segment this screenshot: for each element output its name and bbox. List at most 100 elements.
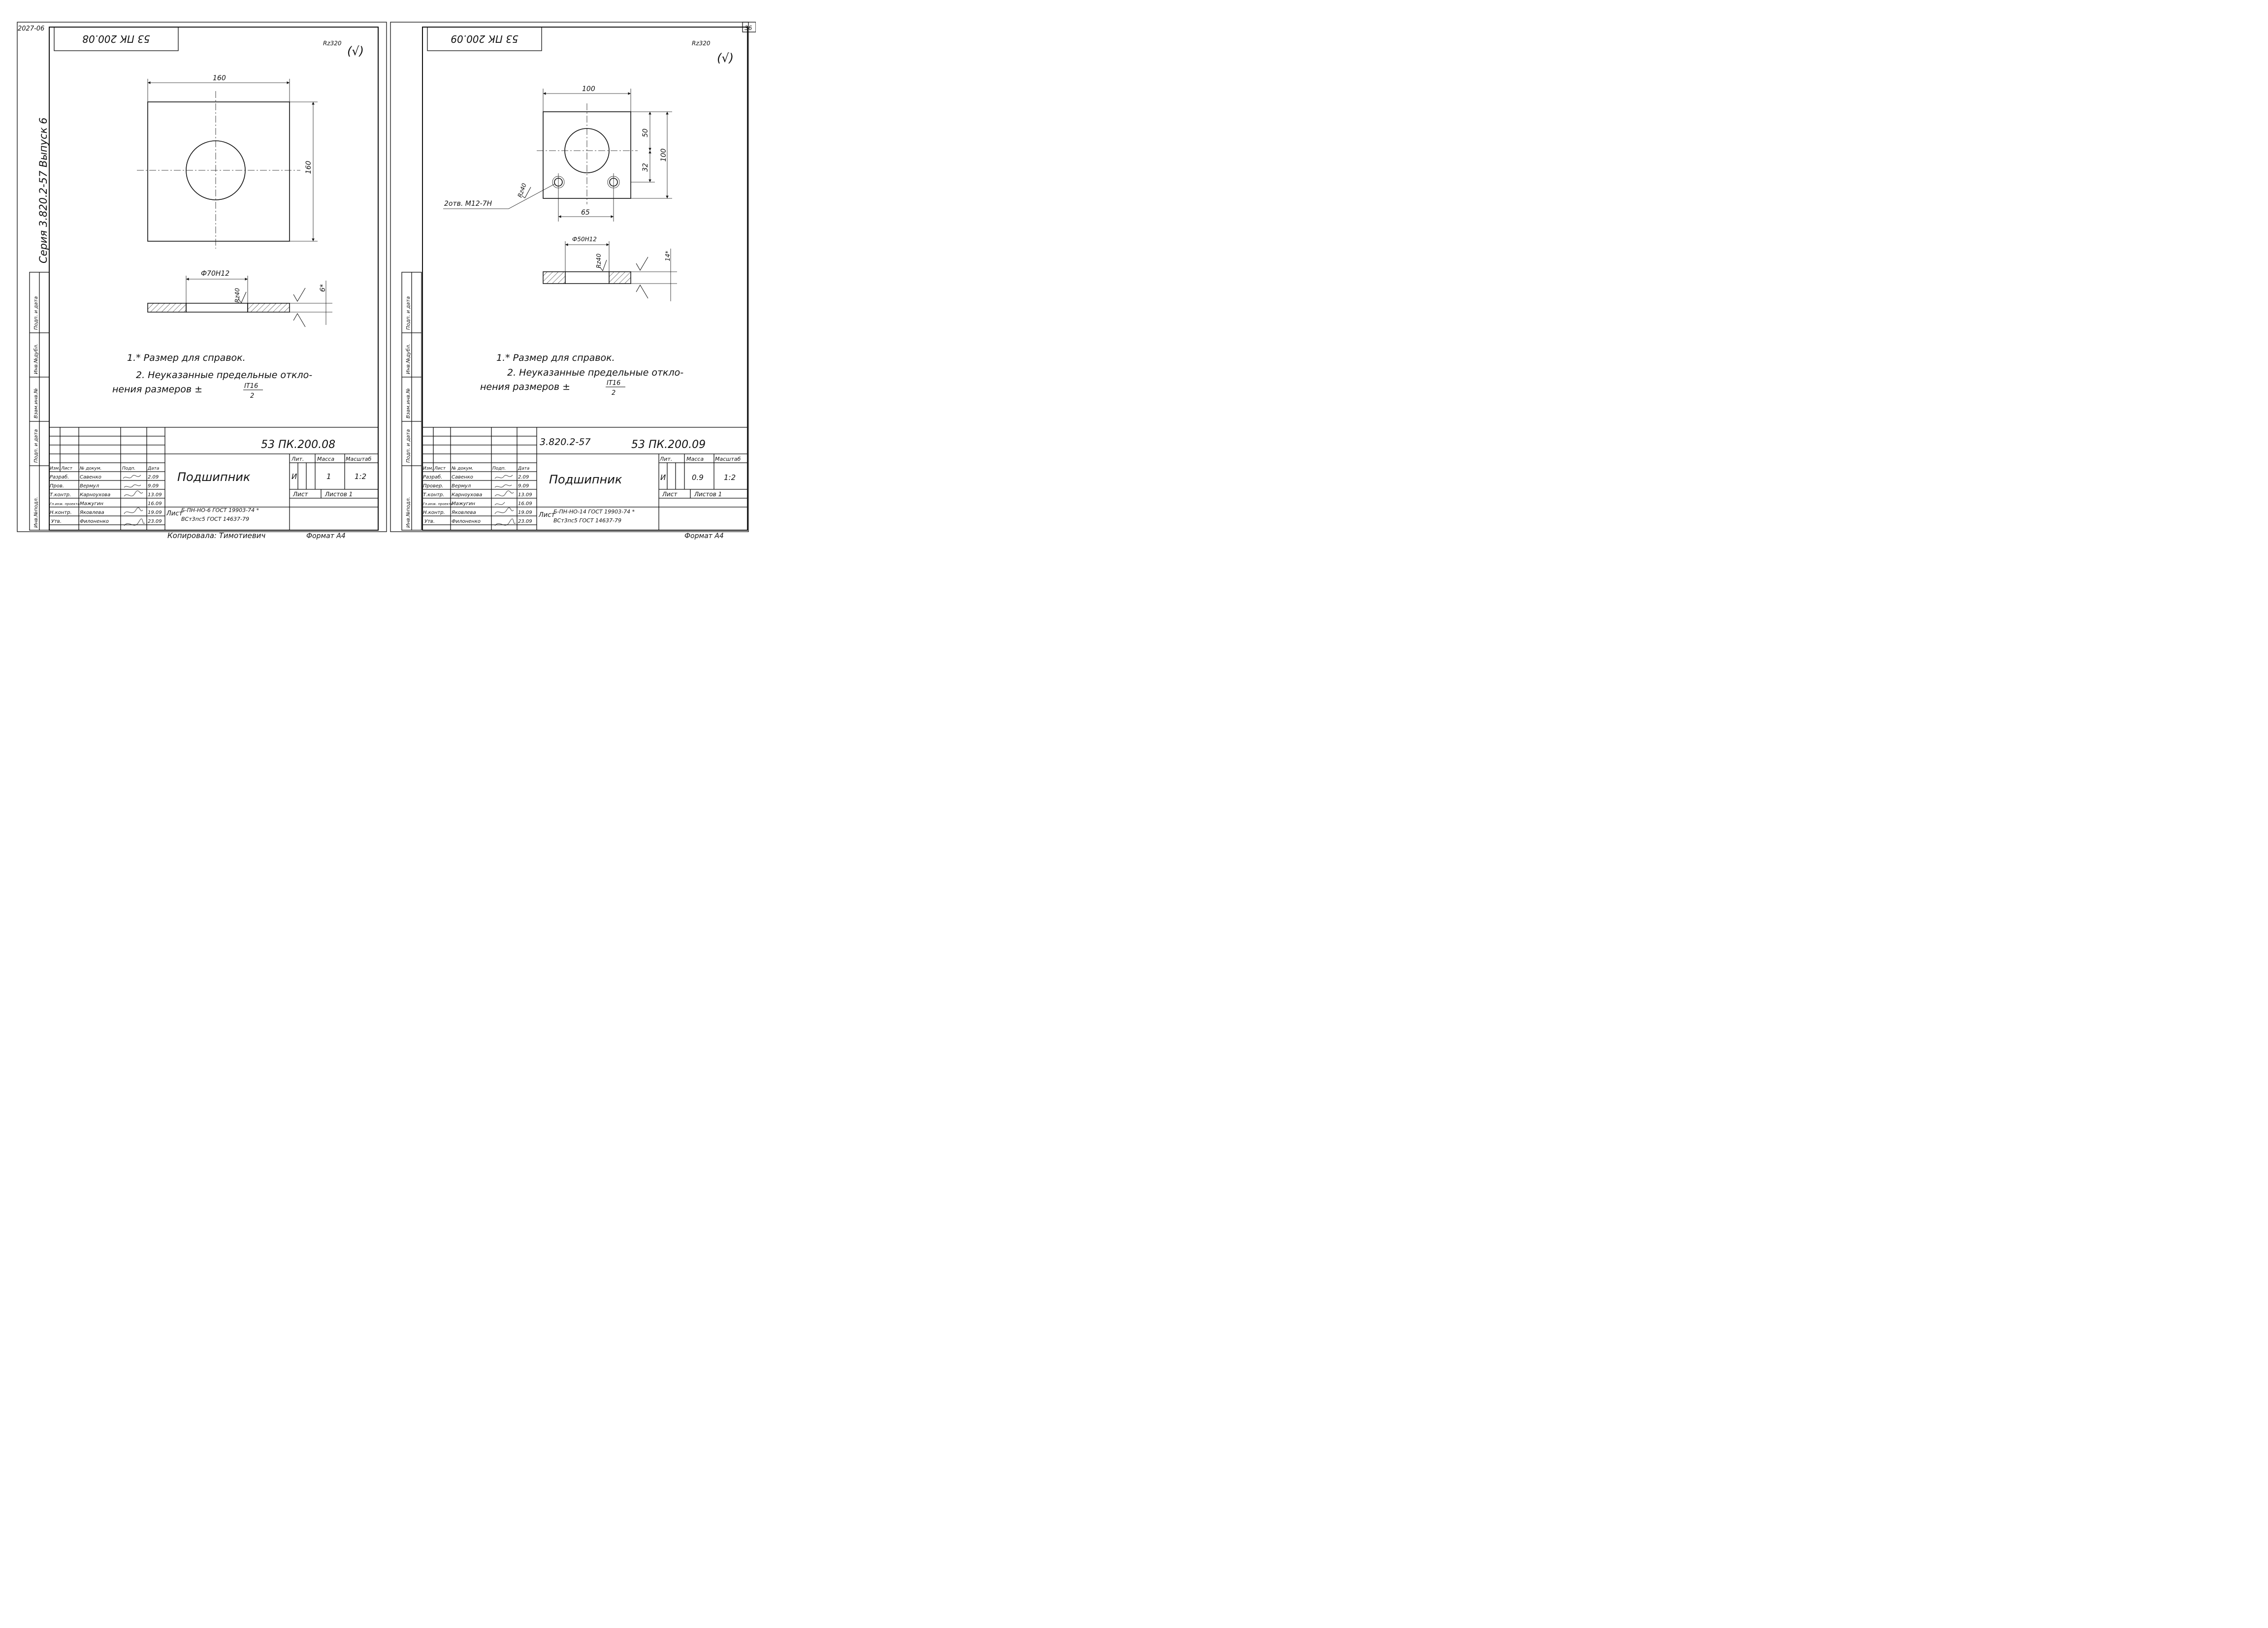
right-holes-label: 2отв. М12-7Н <box>444 200 492 208</box>
stamp-inv-podl-left: Инв.№подл. <box>33 497 39 528</box>
right-row-name: Вермул <box>452 483 471 489</box>
left-col-list: Лист <box>61 466 73 471</box>
right-series-code: 3.820.2-57 <box>540 437 591 447</box>
right-material-2: ВСт3пс5 ГОСТ 14637-79 <box>553 517 621 524</box>
left-row-name: Филоненко <box>80 519 109 524</box>
left-note-2-line1: 2. Неуказанные предельные откло- <box>136 370 312 381</box>
left-row-date: 9.09 <box>148 483 159 489</box>
right-top-code: 53 ПК 200.09 <box>451 33 518 45</box>
right-scale-header: Масштаб <box>715 456 741 462</box>
right-mass-header: Масса <box>686 456 704 462</box>
right-dim-32: 32 <box>642 163 649 172</box>
copied-by: Копировала: Тимотиевич <box>167 531 265 540</box>
signatures <box>123 475 516 526</box>
left-format: Формат А4 <box>306 532 346 540</box>
left-row-role: Т.контр. <box>50 492 71 498</box>
left-height-dim: 160 <box>305 161 313 174</box>
right-thickness-dim: 14* <box>664 251 671 261</box>
stamp-podp-data-right: Подп. и дата <box>406 429 411 463</box>
left-sheets-label: Листов 1 <box>324 491 353 498</box>
right-rz-local: Rz40 <box>595 254 602 268</box>
left-row-name: Савенко <box>80 475 101 480</box>
left-col-docnum: № докум. <box>79 466 101 471</box>
right-row-name: Яковлева <box>451 510 476 515</box>
right-sheets-label: Листов 1 <box>694 491 722 498</box>
stamp-inv-dubl-left: Инв.№дубл. <box>33 344 39 374</box>
left-row-name: Яковлева <box>79 510 104 515</box>
left-scale-value: 1:2 <box>355 472 366 481</box>
stamp-podp-data-left: Подп. и дата <box>33 429 39 463</box>
left-tolerance-den: 2 <box>250 392 254 400</box>
right-row-date: 19.09 <box>518 510 532 515</box>
right-note-1: 1.* Размер для справок. <box>496 352 615 363</box>
left-material-1: Б-ПН-НО-6 ГОСТ 19903-74 * <box>181 507 259 513</box>
right-row-role: Разраб. <box>423 474 442 480</box>
stamp-inv-dubl-right: Инв.№дубл. <box>405 344 411 374</box>
right-row-role: Н.контр. <box>423 510 445 515</box>
margin-number: 2027-06 <box>18 25 44 32</box>
left-rz-local: Rz40 <box>234 288 241 303</box>
left-roughness-paren: (√) <box>347 44 364 58</box>
right-sheet-label: Лист <box>662 491 678 498</box>
left-doc-code: 53 ПК.200.08 <box>261 439 335 451</box>
right-tolerance-den: 2 <box>612 389 616 397</box>
left-tolerance-num: IT16 <box>244 383 258 390</box>
right-tolerance-num: IT16 <box>607 380 620 387</box>
left-row-name: Карноухова <box>80 492 110 498</box>
left-top-code: 53 ПК 200.08 <box>82 33 150 45</box>
left-row-date: 13.09 <box>148 492 162 498</box>
left-note-1: 1.* Размер для справок. <box>127 352 246 363</box>
right-plan-view <box>443 89 672 222</box>
right-dim-65: 65 <box>581 209 590 217</box>
left-material-prefix: Лист <box>166 510 183 517</box>
right-width-dim: 100 <box>582 85 595 93</box>
left-row-role: Утв. <box>51 519 62 524</box>
right-row-name: Карноухова <box>452 492 482 498</box>
right-note-2-line2: нения размеров ± <box>480 382 570 392</box>
left-bore-dim: Ф70Н12 <box>201 270 229 278</box>
right-row-date: 2.09 <box>518 475 529 480</box>
left-note-2-line2: нения размеров ± <box>112 384 202 395</box>
left-section-view <box>147 276 332 327</box>
stamp-vzam-right: Взам.инв.№ <box>406 388 411 418</box>
right-lit-header: Лит. <box>659 456 672 462</box>
left-width-dim: 160 <box>213 74 226 82</box>
left-mass-value: 1 <box>326 472 331 481</box>
left-row-role: Разраб. <box>50 474 69 480</box>
right-height-dim: 100 <box>660 149 668 162</box>
right-bore-dim: Ф50Н12 <box>572 236 597 243</box>
page-number: 36 <box>745 25 752 32</box>
stamp-podp-data2-right: Подп. и дата <box>406 296 411 330</box>
right-roughness-rz: Rz320 <box>692 40 711 47</box>
left-sheet-label: Лист <box>292 491 308 498</box>
left-roughness-rz: Rz320 <box>323 40 342 47</box>
left-row-role: Н.контр. <box>50 510 72 515</box>
right-col-list: Лист <box>434 466 446 471</box>
right-doc-code: 53 ПК.200.09 <box>631 439 706 451</box>
stamp-vzam-left: Взам.инв.№ <box>33 388 39 418</box>
right-note-2-line1: 2. Неуказанные предельные откло- <box>507 367 683 378</box>
right-row-date: 13.09 <box>518 492 532 498</box>
stamp-inv-podl-right: Инв.№подл. <box>406 497 411 528</box>
left-row-date: 19.09 <box>148 510 162 515</box>
right-row-role: Т.контр. <box>423 492 444 498</box>
right-format: Формат А4 <box>684 532 724 540</box>
right-part-name: Подшипник <box>549 473 622 486</box>
left-col-podp: Подп. <box>122 466 135 471</box>
right-roughness-paren: (√) <box>717 51 734 65</box>
left-part-name: Подшипник <box>177 470 251 484</box>
left-lit-header: Лит. <box>291 456 304 462</box>
right-material-1: Б-ПН-НО-14 ГОСТ 19903-74 * <box>553 509 635 515</box>
right-row-name: Савенко <box>452 475 473 480</box>
left-row-date: 16.09 <box>148 501 162 507</box>
right-row-name: Филоненко <box>452 519 481 524</box>
right-scale-value: 1:2 <box>724 473 736 482</box>
left-row-role: Пров. <box>50 483 64 489</box>
right-dim-50: 50 <box>642 128 649 137</box>
left-scale-header: Масштаб <box>346 456 371 462</box>
stamp-podp-data2-left: Подп. и дата <box>33 296 39 330</box>
right-row-name: Мажугин <box>452 501 475 507</box>
series-label: Серия 3.820.2-57 Выпуск 6 <box>37 118 49 263</box>
right-col-data: Дата <box>518 466 529 471</box>
drawing-canvas: 2027-06 36 Серия 3.820.2-57 Выпуск 6 Инв… <box>17 22 756 540</box>
